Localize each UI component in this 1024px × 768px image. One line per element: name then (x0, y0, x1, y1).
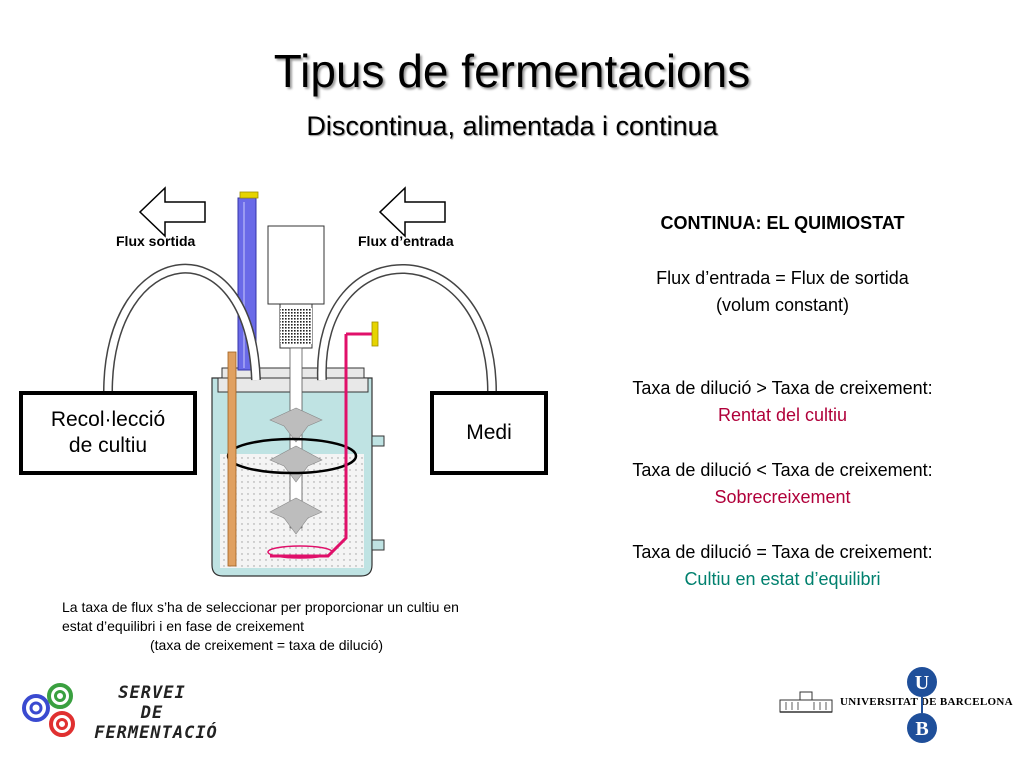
sampling-rod (227, 351, 237, 567)
footnote-line1: La taxa de flux s’ha de seleccionar per … (62, 599, 459, 615)
university-building-icon (779, 691, 833, 713)
footnote-line2: estat d’equilibri i en fase de creixemen… (62, 617, 305, 634)
ub-letter-b: B (915, 718, 928, 740)
collection-box: Recol·lecció de cultiu (19, 391, 197, 475)
impellers (269, 407, 323, 535)
stirrer-motor (267, 225, 325, 349)
chemostat-diagram (103, 186, 497, 577)
university-name: UNIVERSITAT DE BARCELONA (840, 696, 1013, 708)
case2-result: Sobrecreixement (714, 487, 851, 507)
flux-out-label: Flux sortida (116, 233, 196, 249)
flux-in-arrow (378, 186, 446, 238)
page-subtitle: Discontinua, alimentada i continua (306, 111, 718, 141)
footnote: La taxa de flux s’ha de seleccionar per … (62, 598, 562, 655)
panel-heading: CONTINUA: EL QUIMIOSTAT (660, 213, 905, 233)
ub-letter-u: U (915, 672, 929, 694)
inlet-tube (316, 264, 497, 393)
ub-seal-icon: U B (907, 667, 937, 743)
case1-result: Rentat del cultiu (717, 405, 848, 425)
volume-constant: (volum constant) (715, 295, 850, 315)
medium-box-label: Medi (466, 420, 512, 444)
collection-box-label: Recol·lecció de cultiu (50, 407, 166, 457)
case3-condition: Taxa de dilució = Taxa de creixement: (632, 542, 933, 562)
flux-out-arrow (138, 186, 206, 238)
footnote-line3: (taxa de creixement = taxa de dilució) (150, 636, 384, 653)
gas-sparger (267, 321, 379, 559)
case2-condition: Taxa de dilució < Taxa de creixement: (632, 460, 933, 480)
flow-equation: Flux d’entrada = Flux de sortida (656, 268, 909, 288)
servei-line3: FERMENTACIÓ (94, 723, 218, 743)
page-title: Tipus de fermentacions (273, 45, 751, 97)
servei-line2: DE (140, 703, 164, 723)
case1-condition: Taxa de dilució > Taxa de creixement: (632, 378, 933, 398)
flux-in-label: Flux d’entrada (358, 233, 454, 249)
servei-fermentacio-logo-icon (22, 683, 75, 737)
case3-result: Cultiu en estat d’equilibri (684, 569, 881, 589)
medium-box: Medi (430, 391, 548, 475)
outlet-tube (103, 263, 261, 393)
servei-line1: SERVEI (118, 683, 186, 703)
